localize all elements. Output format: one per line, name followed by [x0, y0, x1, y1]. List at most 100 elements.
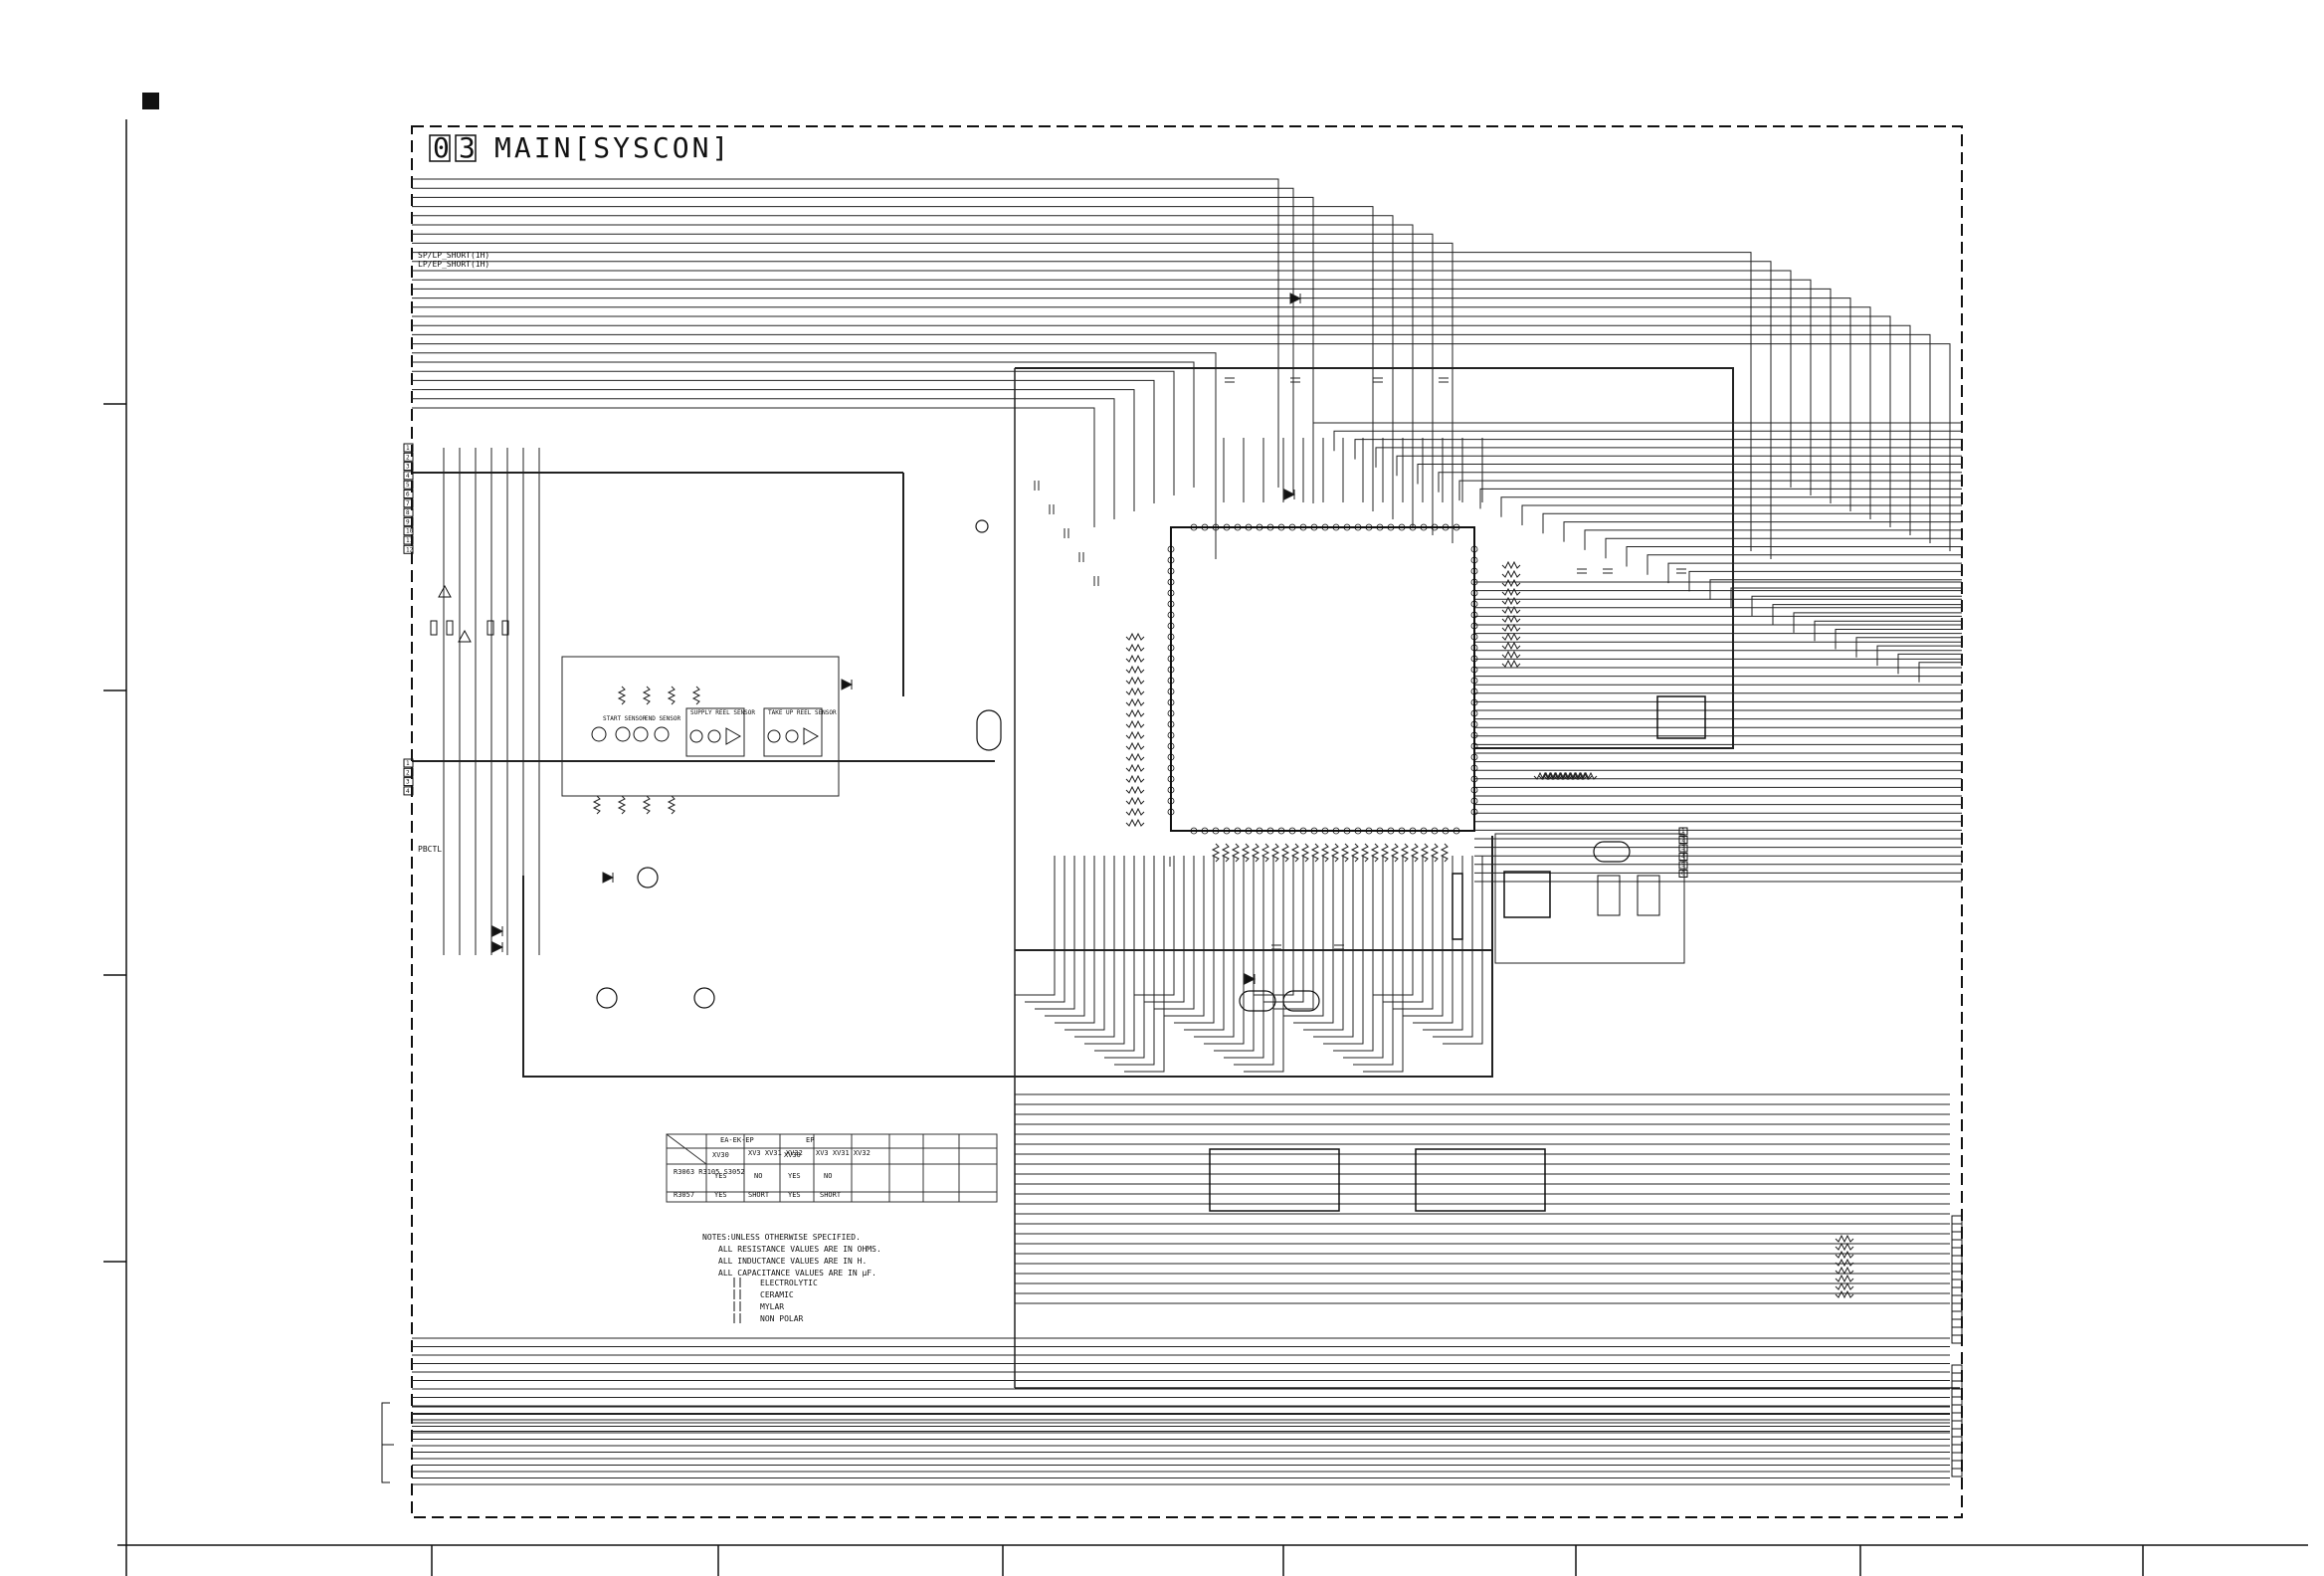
resistor-icon — [1125, 763, 1145, 773]
mcu-pin — [1442, 523, 1450, 531]
bus-line-top — [412, 407, 1095, 527]
mcu-pin — [1167, 655, 1175, 663]
supply-led-icon — [689, 729, 703, 743]
supply-photo-icon — [707, 729, 721, 743]
bus-line-mid — [1134, 856, 1175, 996]
diode-icon — [1244, 973, 1257, 985]
diode-icon — [491, 925, 504, 937]
bus-line-right-top — [1918, 662, 1962, 683]
resistor-icon — [1548, 771, 1568, 781]
title-text: MAIN[SYSCON] — [494, 131, 731, 164]
resistor-icon — [1501, 596, 1521, 606]
resistor-icon — [1835, 1289, 1854, 1299]
bus-line-top — [412, 343, 1951, 551]
mcu-pin — [1167, 589, 1175, 597]
mcu-pin — [1470, 567, 1478, 575]
table-row-2-v2: SHORT — [748, 1191, 770, 1199]
supply-buffer-icon — [725, 727, 742, 745]
diode-icon — [491, 941, 504, 953]
resistor-icon — [1501, 650, 1521, 660]
mcu-pin — [1167, 764, 1175, 772]
mcu-pin — [1470, 709, 1478, 717]
bus-line-right-top — [1605, 537, 1962, 559]
mcu-pin — [1442, 827, 1450, 835]
mcu-pin — [1256, 523, 1263, 531]
bus-line-right-top — [1500, 496, 1962, 517]
table-border — [666, 1133, 998, 1203]
resistor-icon — [1125, 719, 1145, 729]
connector-pin — [1951, 1404, 1963, 1414]
connector-pin — [1678, 861, 1688, 870]
connector-pin — [1951, 1286, 1963, 1296]
connector-pin-number: 1 — [406, 760, 410, 767]
mcu-pin — [1167, 775, 1175, 783]
logic-ic-left-body — [1209, 1148, 1340, 1212]
connector-pin-number: 5 — [1681, 862, 1685, 869]
connector-pin-number: 1 — [1681, 828, 1685, 835]
legend-mylar: MYLAR — [760, 1302, 784, 1311]
connector-pin — [403, 452, 414, 462]
mcu-pin — [1167, 731, 1175, 739]
resistor-icon — [1578, 771, 1598, 781]
connector-pin — [1951, 1388, 1963, 1398]
diode-icon — [841, 679, 854, 690]
resistor-icon — [1400, 843, 1410, 863]
resistor-icon — [1251, 843, 1260, 863]
mcu-pin — [1470, 611, 1478, 619]
connector-pin — [1678, 844, 1688, 853]
mcu-pin — [1332, 523, 1340, 531]
bus-line-mid — [1114, 856, 1155, 1066]
connector-pin — [403, 777, 414, 787]
resistor-icon — [1125, 785, 1145, 795]
mcu-pin — [1343, 523, 1351, 531]
resistor-icon — [1125, 654, 1145, 664]
bus-line-right-top — [1814, 620, 1962, 642]
mcu-pin — [1167, 688, 1175, 695]
connector-pin-number: 12 — [406, 546, 414, 553]
title-box-3-text: 3 — [459, 131, 479, 164]
mcu-pin — [1245, 523, 1253, 531]
connector-pin — [1951, 1452, 1963, 1462]
resistor-icon — [1125, 708, 1145, 718]
opto-3-icon — [1593, 841, 1631, 863]
end-sensor-label: END SENSOR — [645, 715, 681, 722]
bus-line-mid — [1045, 856, 1085, 1017]
bus-line-top — [412, 333, 1931, 543]
bus-line-mid — [1104, 856, 1145, 1059]
bus-line-right-top — [1479, 488, 1962, 509]
notes-line-2: ALL RESISTANCE VALUES ARE IN OHMS. — [718, 1245, 881, 1254]
takeup-led-icon — [767, 729, 781, 743]
bus-line-mid — [1244, 856, 1284, 1073]
mcu-pin — [1201, 827, 1209, 835]
test-point-icon — [975, 519, 989, 533]
bus-line-mid — [1035, 856, 1075, 1010]
wiring — [412, 178, 1962, 1485]
mcu-pin — [1266, 523, 1274, 531]
relay-2-body — [1637, 875, 1660, 916]
resistor-icon — [1410, 843, 1420, 863]
diode-icon — [1289, 293, 1302, 304]
connector-pin — [403, 535, 414, 545]
mcu-pin — [1167, 709, 1175, 717]
connector-pin — [403, 462, 414, 472]
net-label-lp-short: LP/EP_SHORT(1H) — [418, 260, 489, 269]
bus-line-mid — [1144, 856, 1185, 1003]
transistor-q1-icon — [637, 867, 659, 888]
mcu-pin — [1376, 523, 1384, 531]
bus-line-right-top — [1667, 562, 1962, 584]
bus-line-right-top — [1793, 612, 1962, 633]
resistor-icon — [617, 686, 627, 705]
connector-pin-number: 2 — [406, 454, 410, 461]
resistor-icon — [617, 795, 627, 815]
resistor-icon — [1125, 796, 1145, 806]
mcu-pin — [1190, 827, 1198, 835]
sensor-area — [561, 656, 840, 797]
mcu-pin — [1470, 589, 1478, 597]
resistor-icon — [1300, 843, 1310, 863]
bus-line-right-top — [1458, 480, 1962, 501]
bus-line-top — [412, 178, 1279, 488]
bus-line-mid — [1084, 856, 1125, 1045]
mcu-pin — [1470, 556, 1478, 564]
bus-line-mid — [1353, 856, 1394, 1066]
bus-line-mid — [1373, 856, 1414, 996]
